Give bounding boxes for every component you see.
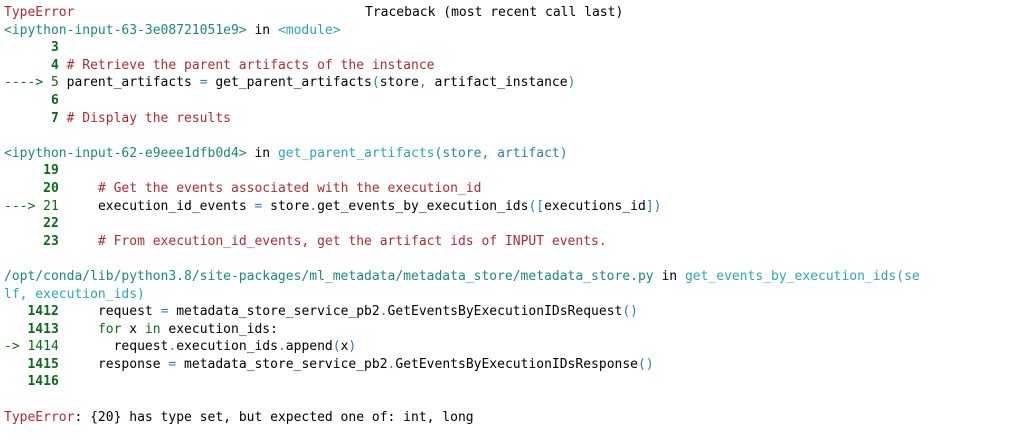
frame-3-function-continued: lf, execution_ids) <box>4 286 145 302</box>
frame-2-line-20: 20 # Get the events associated with the … <box>4 180 1020 198</box>
frame-3-function: get_events_by_execution_ids(se <box>684 268 920 284</box>
frame-3-line-1414: -> 1414 request.execution_ids.append(x) <box>4 338 1020 356</box>
frame-3-location: /opt/conda/lib/python3.8/site-packages/m… <box>4 268 654 284</box>
code-comment: # Get the events associated with the exe… <box>97 180 482 196</box>
code-parent-artifacts: parent_artifacts = get_parent_artifacts(… <box>66 75 576 91</box>
code-response: response = metadata_store_service_pb2.Ge… <box>97 356 654 372</box>
code-execution-id-events: execution_id_events = store.get_events_b… <box>97 198 662 214</box>
frame-3-line-1412: 1412 request = metadata_store_service_pb… <box>4 303 1020 321</box>
frame-3-header: /opt/conda/lib/python3.8/site-packages/m… <box>4 268 1020 286</box>
frame-2-line-21: ---> 21 execution_id_events = store.get_… <box>4 198 1020 216</box>
line-number: 19 <box>43 163 59 179</box>
code-comment: # Retrieve the parent artifacts of the i… <box>66 57 435 73</box>
code-request: request = metadata_store_service_pb2.Get… <box>97 304 639 320</box>
blank-line <box>4 250 1020 268</box>
error-type-footer: TypeError <box>4 409 75 425</box>
frame-2-line-19: 19 <box>4 162 1020 180</box>
frame-1-in: in <box>246 22 278 38</box>
frame-1-line-4: 4 # Retrieve the parent artifacts of the… <box>4 57 1020 75</box>
current-line-arrow: ----> <box>4 75 44 91</box>
frame-1-line-7: 7 # Display the results <box>4 110 1020 128</box>
code-comment: # From execution_id_events, get the arti… <box>97 233 607 249</box>
line-number: 1414 <box>27 339 59 355</box>
frame-2-line-23: 23 # From execution_id_events, get the a… <box>4 233 1020 251</box>
frame-3-line-1415: 1415 response = metadata_store_service_p… <box>4 356 1020 374</box>
current-line-arrow: -> <box>4 339 20 355</box>
frame-3-in: in <box>653 268 685 284</box>
line-number: 6 <box>50 92 59 108</box>
line-number: 1413 <box>27 321 59 337</box>
line-number: 7 <box>50 110 59 126</box>
current-line-arrow: ---> <box>4 198 36 214</box>
line-number: 3 <box>50 40 59 56</box>
line-number: 5 <box>50 75 59 91</box>
line-number: 21 <box>43 198 59 214</box>
frame-1-line-6: 6 <box>4 92 1020 110</box>
frame-1-function: <module> <box>277 22 341 38</box>
blank-line <box>4 391 1020 409</box>
line-number: 4 <box>50 57 59 73</box>
frame-3-line-1413: 1413 for x in execution_ids: <box>4 321 1020 339</box>
frame-2-in: in <box>246 145 278 161</box>
frame-2-location: <ipython-input-62-e9eee1dfb0d4> <box>4 145 247 161</box>
frame-3-header-continued: lf, execution_ids) <box>4 286 1020 304</box>
code-comment: # Display the results <box>66 110 231 126</box>
frame-1-line-3: 3 <box>4 39 1020 57</box>
line-number: 22 <box>43 216 59 232</box>
frame-2-line-22: 22 <box>4 215 1020 233</box>
line-number: 1415 <box>27 356 59 372</box>
frame-1-line-5: ----> 5 parent_artifacts = get_parent_ar… <box>4 74 1020 92</box>
code-append: request.execution_ids.append(x) <box>113 339 357 355</box>
frame-1-location: <ipython-input-63-3e08721051e9> <box>4 22 247 38</box>
frame-3-line-1416: 1416 <box>4 373 1020 391</box>
frame-2-function: get_parent_artifacts <box>277 145 435 161</box>
line-number: 1416 <box>27 374 59 390</box>
code-for-loop: for x in execution_ids: <box>97 321 278 337</box>
line-number: 23 <box>43 233 59 249</box>
traceback-output: TypeError Traceback (most recent call las… <box>4 4 1020 426</box>
traceback-title: Traceback (most recent call last) <box>365 5 624 20</box>
line-number: 20 <box>43 180 59 196</box>
traceback-header: TypeError Traceback (most recent call las… <box>4 4 1020 22</box>
frame-2-args: (store, artifact) <box>434 145 568 161</box>
error-message-line: TypeError: {20} has type set, but expect… <box>4 409 1020 427</box>
blank-line <box>4 127 1020 145</box>
frame-1-header: <ipython-input-63-3e08721051e9> in <modu… <box>4 22 1020 40</box>
error-type-header: TypeError <box>4 5 75 20</box>
frame-2-header: <ipython-input-62-e9eee1dfb0d4> in get_p… <box>4 145 1020 163</box>
line-number: 1412 <box>27 304 59 320</box>
error-message: : {20} has type set, but expected one of… <box>74 409 474 425</box>
